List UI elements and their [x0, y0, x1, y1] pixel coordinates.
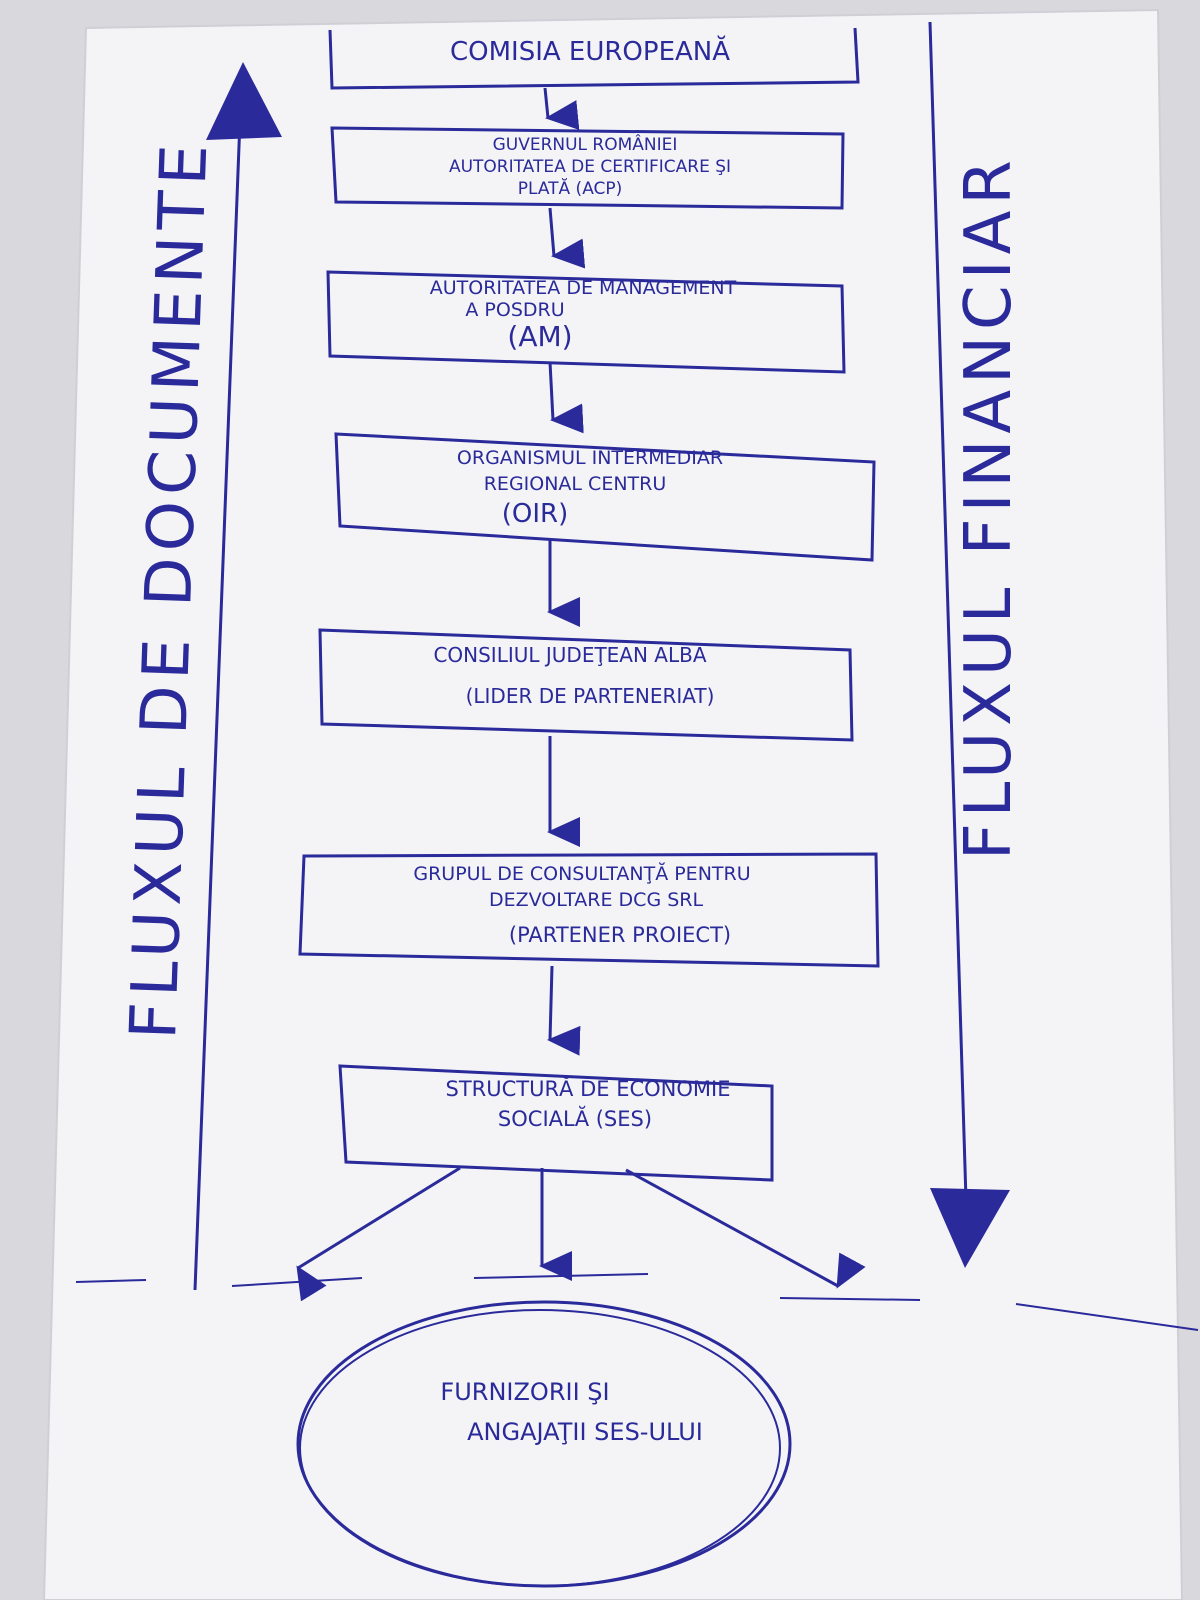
ellipse-line-1: FURNIZORII ŞI: [440, 1378, 609, 1406]
baseline-2: [473, 1273, 649, 1279]
document-flow-arrowhead: [206, 62, 282, 140]
arrow-1: [543, 87, 580, 130]
box-am-line-2: A POSDRU: [465, 299, 564, 321]
box-oir-line-2: REGIONAL CENTRU: [484, 473, 667, 495]
box-oir-line-1: ORGANISMUL INTERMEDIAR: [457, 447, 723, 469]
box-comisia-europeana: COMISIA EUROPEANĂ: [328, 27, 860, 90]
paper-sheet: [42, 8, 1184, 1600]
box-ses-line-2: SOCIALĂ (SES): [498, 1105, 652, 1131]
box-comisia-label: COMISIA EUROPEANĂ: [450, 34, 730, 67]
box-am-line-1: AUTORITATEA DE MANAGEMENT: [430, 277, 737, 299]
arrow-2: [548, 207, 586, 269]
arrow-3: [548, 361, 584, 434]
box-guvernul-romaniei: GUVERNUL ROMÂNIEI AUTORITATEA DE CERTIFI…: [330, 126, 845, 210]
box-cj-line-2: (LIDER DE PARTENERIAT): [466, 684, 715, 708]
ellipse-furnizorii-angajatii: FURNIZORII ŞI ANGAJAŢII SES-ULUI: [296, 1300, 792, 1588]
box-consiliul-judetean: CONSILIUL JUDEŢEAN ALBA (LIDER DE PARTEN…: [318, 628, 854, 742]
box-organismul-intermediar: ORGANISMUL INTERMEDIAR REGIONAL CENTRU (…: [334, 432, 876, 562]
box-ses-line-1: STRUCTURĂ DE ECONOMIE: [445, 1075, 730, 1101]
document-flow-line: [193, 119, 242, 1291]
financial-flow-line: [928, 21, 968, 1201]
baseline-1: [231, 1277, 363, 1287]
box-acp-line-1: GUVERNUL ROMÂNIEI: [493, 133, 678, 155]
box-structura-economie-sociala: STRUCTURĂ DE ECONOMIE SOCIALĂ (SES): [338, 1064, 774, 1182]
ellipse-line-2: ANGAJAŢII SES-ULUI: [467, 1418, 703, 1446]
box-oir-line-3: (OIR): [502, 499, 569, 529]
box-dcg-line-1: GRUPUL DE CONSULTANŢĂ PENTRU: [413, 861, 750, 885]
baseline-right: [1015, 1303, 1199, 1331]
box-cj-line-1: CONSILIUL JUDEŢEAN ALBA: [433, 643, 706, 667]
box-grupul-consultanta: GRUPUL DE CONSULTANŢĂ PENTRU DEZVOLTARE …: [298, 852, 880, 968]
arrow-branch-right: [625, 1168, 866, 1289]
arrow-6: [547, 965, 581, 1056]
financial-flow-label: FLUXUL FINANCIAR: [952, 154, 1026, 860]
arrow-branch-left: [296, 1166, 461, 1302]
box-autoritatea-management: AUTORITATEA DE MANAGEMENT A POSDRU (AM): [326, 270, 846, 374]
box-dcg-line-3: (PARTENER PROIECT): [509, 923, 731, 947]
baseline-left: [75, 1279, 147, 1283]
box-acp-line-2: AUTORITATEA DE CERTIFICARE ŞI: [449, 157, 731, 177]
box-acp-line-3: PLATĂ (ACP): [518, 177, 623, 199]
box-am-line-3: (AM): [507, 320, 572, 353]
baseline-3: [779, 1297, 921, 1301]
financial-flow-arrowhead: [930, 1188, 1010, 1268]
box-dcg-line-2: DEZVOLTARE DCG SRL: [489, 889, 704, 911]
